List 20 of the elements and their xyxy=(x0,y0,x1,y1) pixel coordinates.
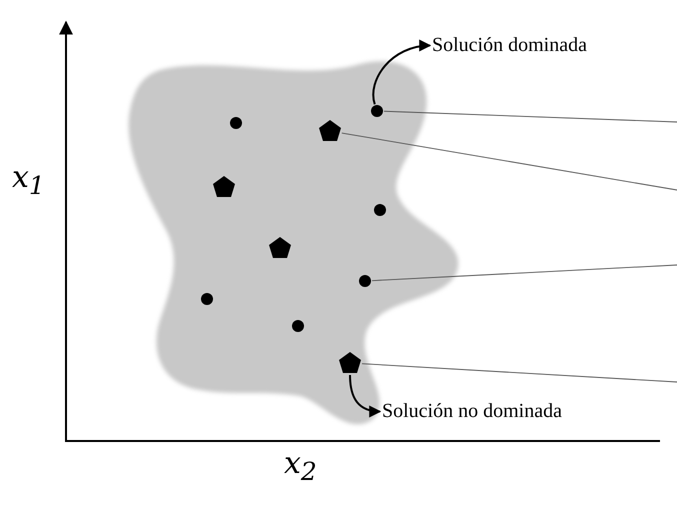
leader-line xyxy=(372,264,677,282)
leader-line xyxy=(341,132,677,190)
solution-pentagon xyxy=(339,352,361,374)
axis-label: x$_{1}$ xyxy=(12,160,45,200)
solution-dot xyxy=(374,204,386,216)
curved-arrow xyxy=(349,374,382,417)
solution-dot xyxy=(230,117,242,129)
leader-line xyxy=(362,363,677,382)
solution-dot xyxy=(292,320,304,332)
annotation-label: Solución no dominada xyxy=(382,400,562,423)
solution-pentagon xyxy=(269,237,291,259)
solution-dot xyxy=(201,293,213,305)
axis-label: x$_{2}$ xyxy=(284,446,317,486)
solution-dot xyxy=(371,105,383,117)
curved-arrow xyxy=(372,40,432,105)
solution-pentagon xyxy=(319,120,341,142)
leader-line xyxy=(384,110,677,122)
annotation-label: Solución dominada xyxy=(432,34,587,57)
solution-dot xyxy=(359,275,371,287)
solution-pentagon xyxy=(213,176,235,198)
